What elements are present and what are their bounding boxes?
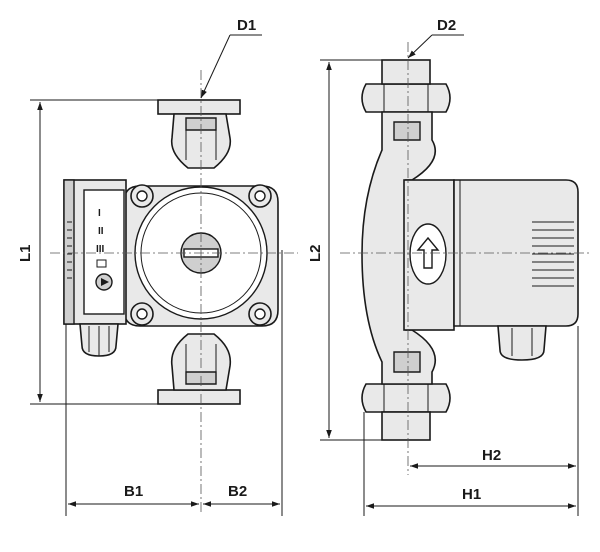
flow-arrow-icon [416,236,440,269]
dimension-lines [30,34,579,516]
label-l1: L1 [17,244,34,262]
label-h2: H2 [482,447,501,464]
panel-symbol: III [96,244,105,255]
panel-symbol: II [98,226,104,237]
top-union-nut [361,83,451,113]
top-flange [157,99,241,115]
dimension-labels: D1 D2 L1 L2 B1 B2 H2 H1 [17,17,501,503]
label-h1: H1 [462,486,481,503]
label-d1: D1 [237,17,256,34]
bottom-flange [157,389,241,405]
bottom-union-nut [361,383,451,413]
panel-symbol: I [98,208,101,219]
cooling-fins [532,221,574,287]
label-b1: B1 [124,483,143,500]
front-view: I II III [50,70,298,515]
pump-casing-side [361,111,437,385]
label-d2: D2 [437,17,456,34]
bolt-lugs [130,184,272,326]
label-b2: B2 [228,483,247,500]
control-box: I II III [63,179,127,357]
side-view [340,42,590,475]
label-l2: L2 [307,244,324,262]
side-cable-gland [497,325,547,361]
